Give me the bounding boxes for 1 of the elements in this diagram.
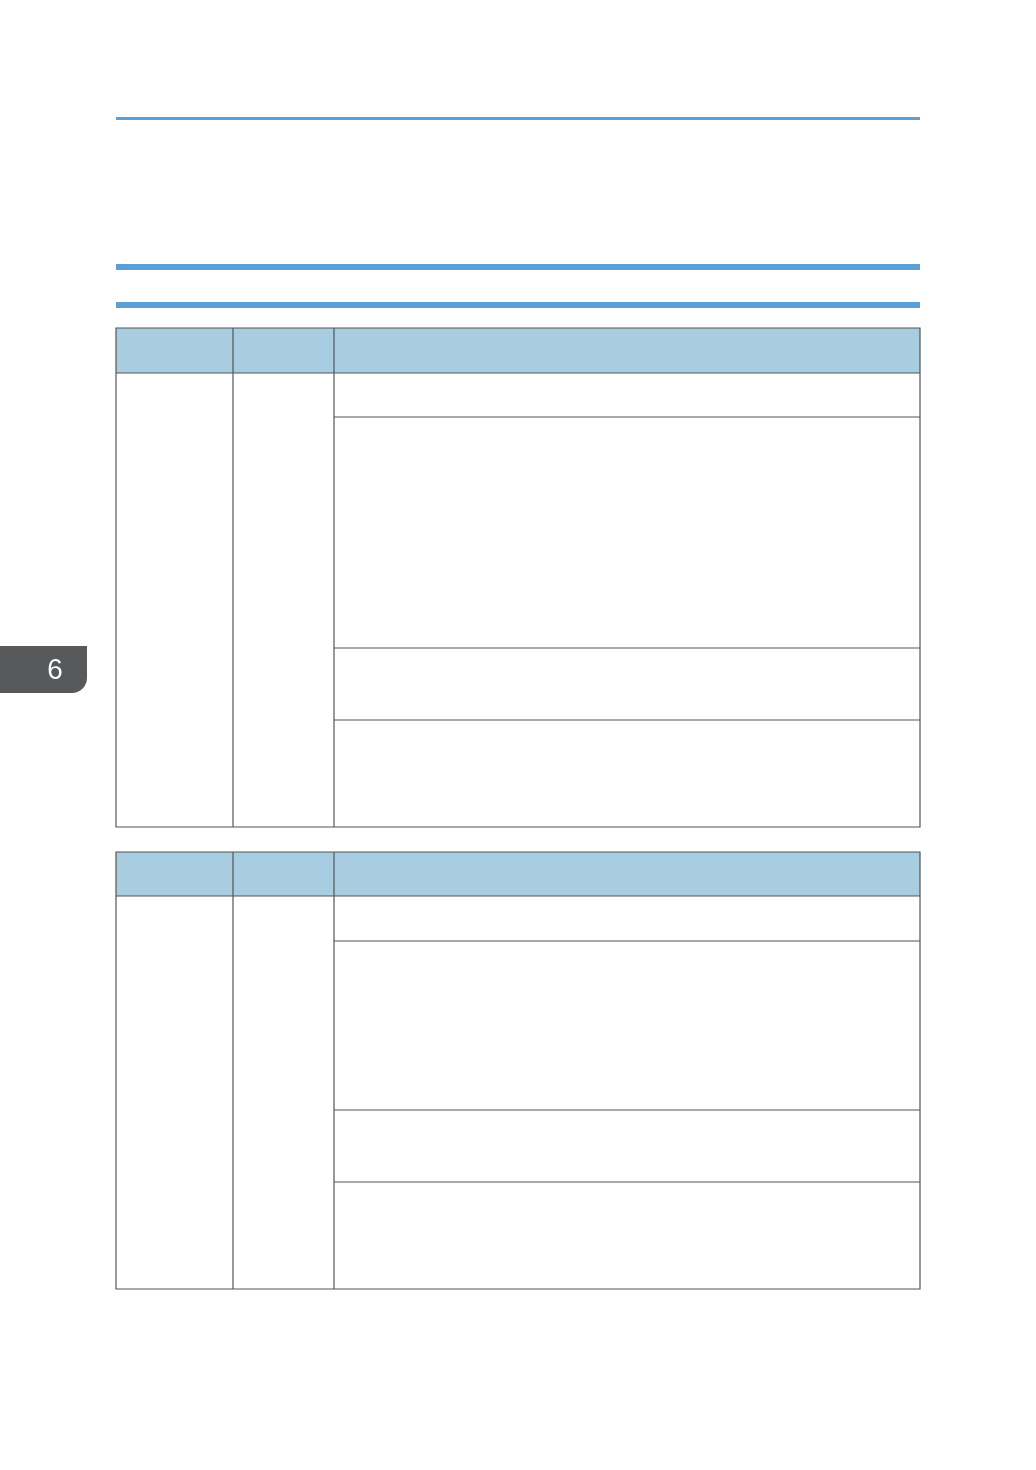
chapter-tab: 6 [0, 646, 87, 693]
